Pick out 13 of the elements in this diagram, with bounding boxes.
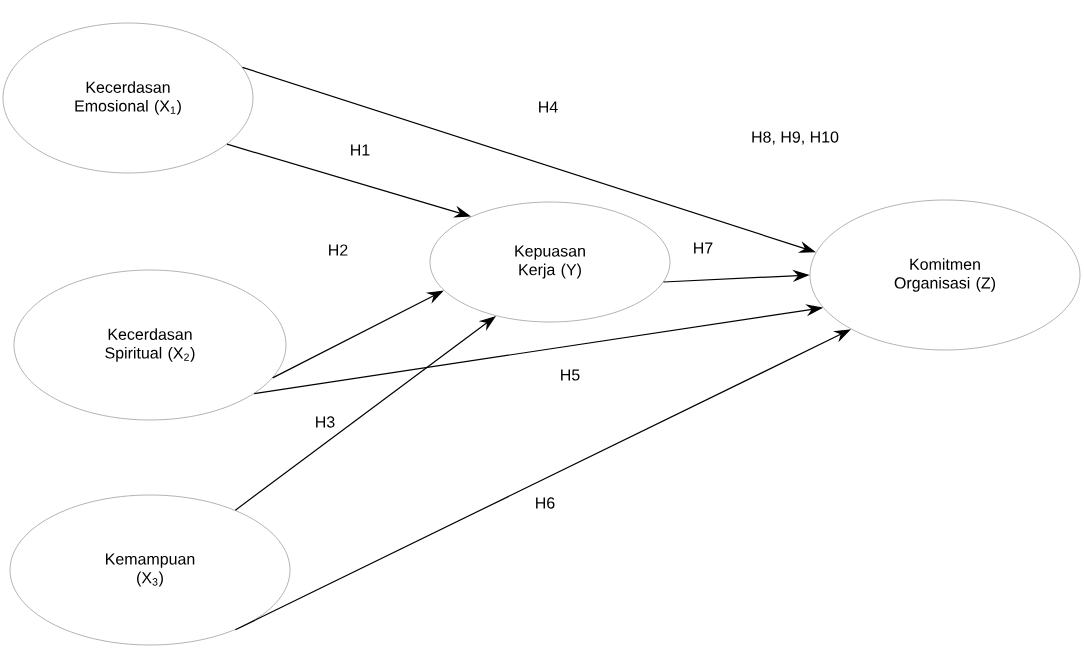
edge-label: H3 — [313, 415, 337, 429]
hypothesis-label: H8, H9, H10 — [752, 131, 839, 145]
ellipse-node: Komitmen Organisasi (Z) — [809, 199, 1081, 351]
edge-label: H6 — [533, 496, 557, 510]
edge-label: H4 — [536, 100, 560, 114]
ellipse-node: Kecerdasan Emosional (X$_{1}$) — [2, 22, 254, 174]
ellipse-node: Kepuasan Kerja (Y) — [429, 201, 671, 323]
edge-label: H2 — [326, 243, 350, 257]
edge-label: H7 — [691, 241, 715, 255]
edge-label: H5 — [558, 368, 582, 382]
ellipse-node: Kemampuan (X$_{3}$) — [9, 494, 291, 646]
edge-label: H1 — [348, 143, 372, 157]
ellipse-node: Kecerdasan Spiritual (X$_{2}$) — [13, 269, 287, 421]
